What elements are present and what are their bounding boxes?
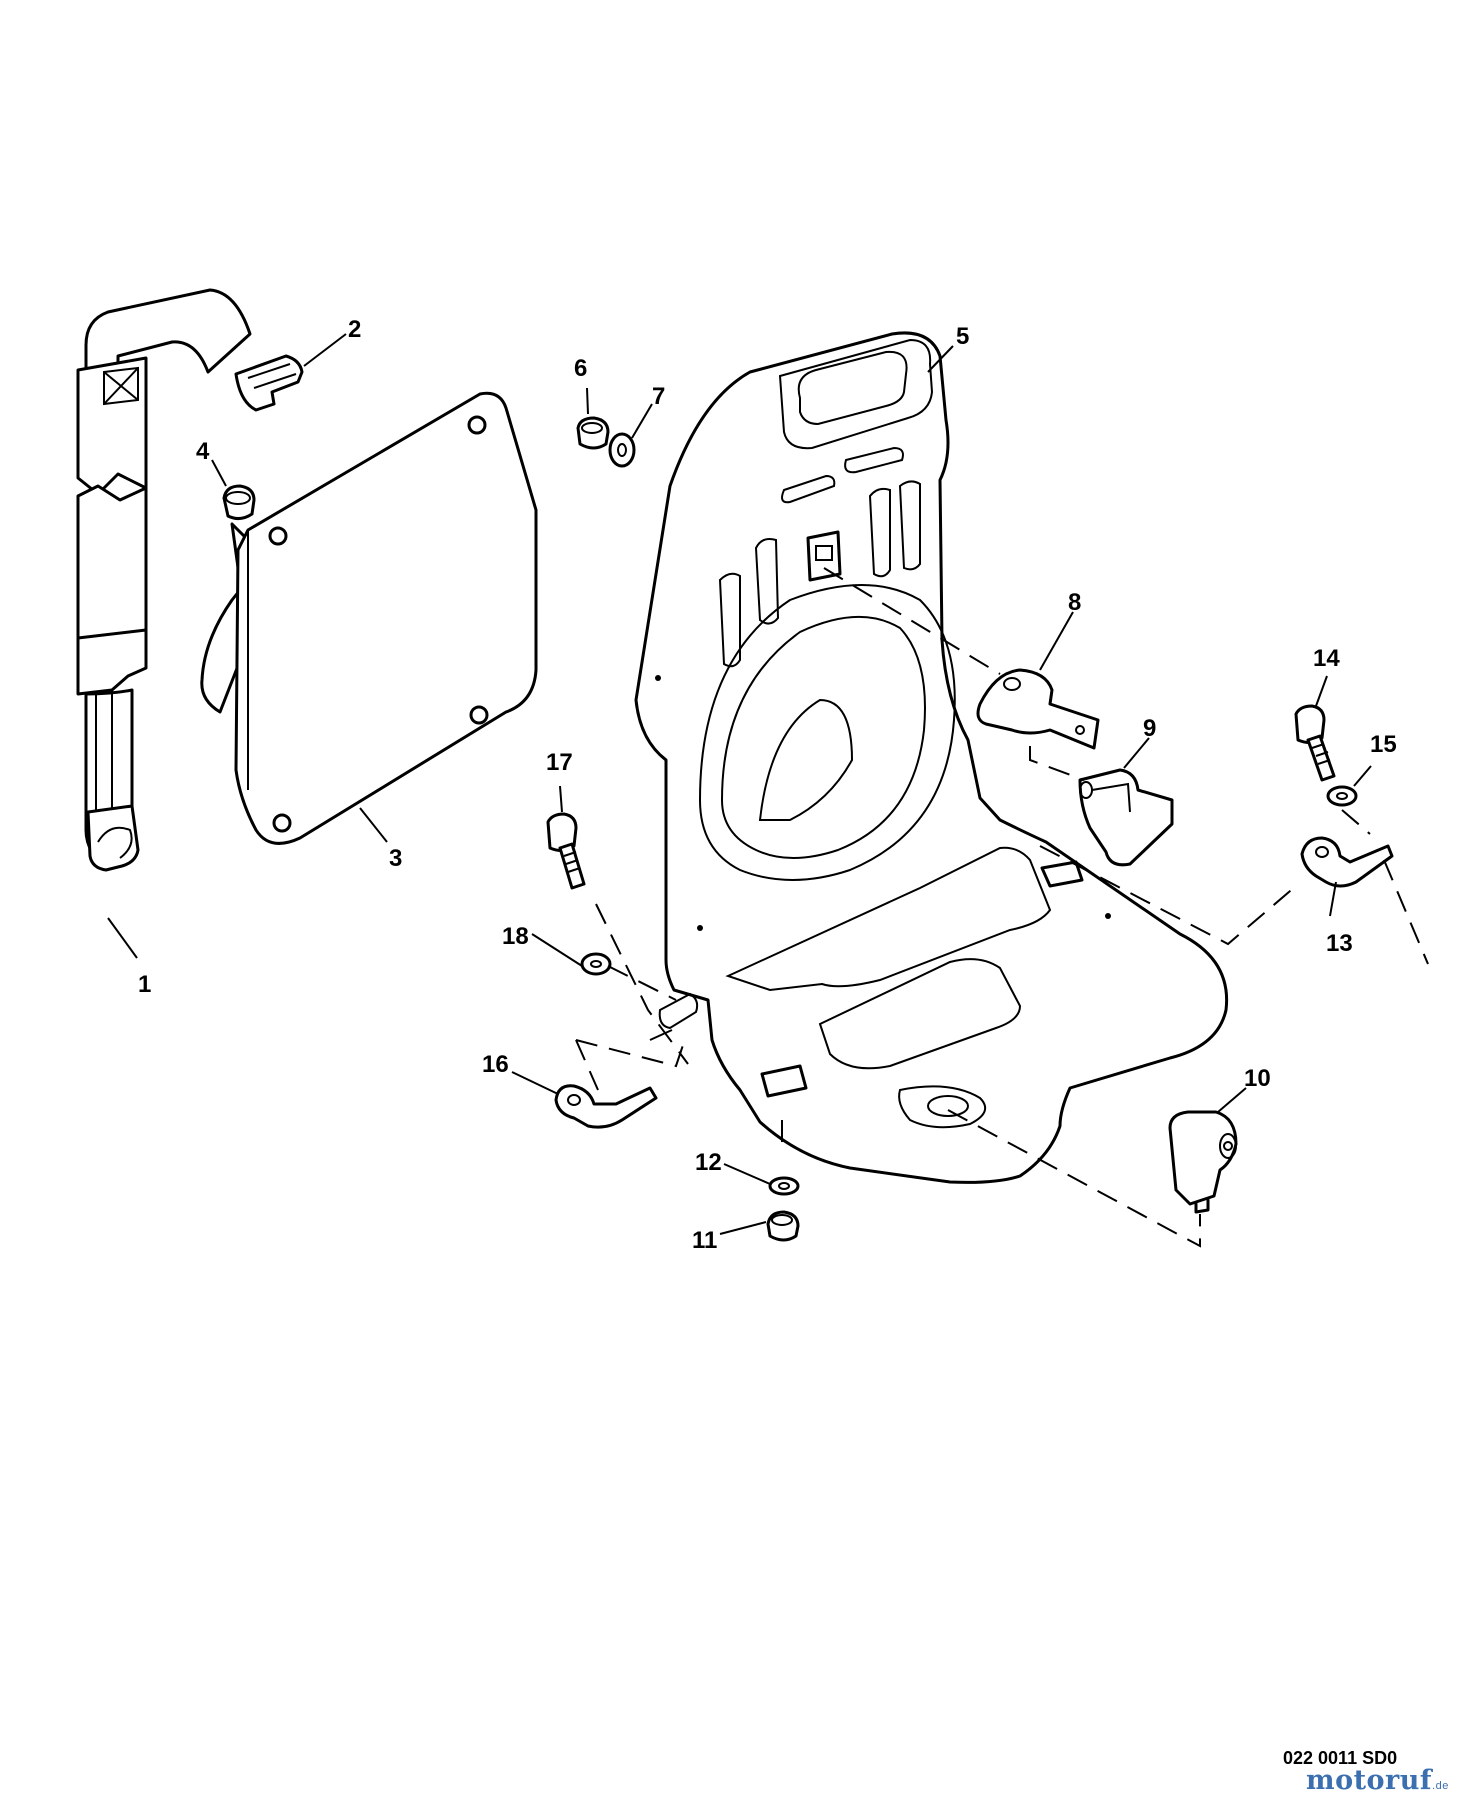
part-11-nut xyxy=(766,1210,800,1242)
part-6-nut xyxy=(576,416,610,450)
watermark-logo: motoruf.de xyxy=(1306,1765,1449,1796)
callout-7: 7 xyxy=(652,383,665,410)
callout-6: 6 xyxy=(574,355,587,382)
watermark-suffix: .de xyxy=(1432,1780,1449,1792)
assembly-lines xyxy=(575,567,1429,1248)
callout-4: 4 xyxy=(196,438,210,465)
callout-10: 10 xyxy=(1244,1065,1271,1092)
part-15-washer xyxy=(1326,785,1358,807)
part-1-shoulder-strap xyxy=(76,288,252,872)
part-17-bolt xyxy=(546,812,586,890)
part-10-fitting xyxy=(1168,1110,1238,1214)
part-4-grommet xyxy=(222,484,256,521)
callout-3: 3 xyxy=(389,845,402,872)
callout-9: 9 xyxy=(1143,715,1156,742)
part-16-clamp xyxy=(554,1084,658,1129)
callout-1: 1 xyxy=(138,971,151,998)
callout-14: 14 xyxy=(1313,645,1340,672)
part-18-washer xyxy=(580,952,612,976)
callout-12: 12 xyxy=(695,1149,722,1176)
callout-13: 13 xyxy=(1326,930,1353,957)
part-12-washer xyxy=(768,1176,800,1196)
callout-2: 2 xyxy=(348,316,361,343)
part-13-clamp xyxy=(1300,836,1394,888)
callout-labels: 1 2 3 4 5 6 7 8 9 10 11 12 13 14 15 16 1… xyxy=(138,316,1397,1254)
part-2-strap-clip xyxy=(234,354,304,412)
part-7-washer xyxy=(608,432,636,468)
leader-lines xyxy=(107,333,1372,1235)
callout-17: 17 xyxy=(546,749,573,776)
callout-18: 18 xyxy=(502,923,529,950)
part-14-bolt xyxy=(1294,704,1336,782)
watermark-text: motoruf xyxy=(1306,1765,1433,1796)
part-5-frame xyxy=(634,331,1229,1184)
part-9-mount xyxy=(1078,768,1174,867)
callout-16: 16 xyxy=(482,1051,509,1078)
callout-15: 15 xyxy=(1370,731,1397,758)
part-8-bracket xyxy=(976,668,1100,750)
drawing-code: 022 0011 SD0 xyxy=(1283,1748,1398,1768)
part-3-back-pad xyxy=(200,391,538,845)
callout-5: 5 xyxy=(956,323,969,350)
callout-11: 11 xyxy=(692,1227,717,1254)
callout-8: 8 xyxy=(1068,589,1081,616)
